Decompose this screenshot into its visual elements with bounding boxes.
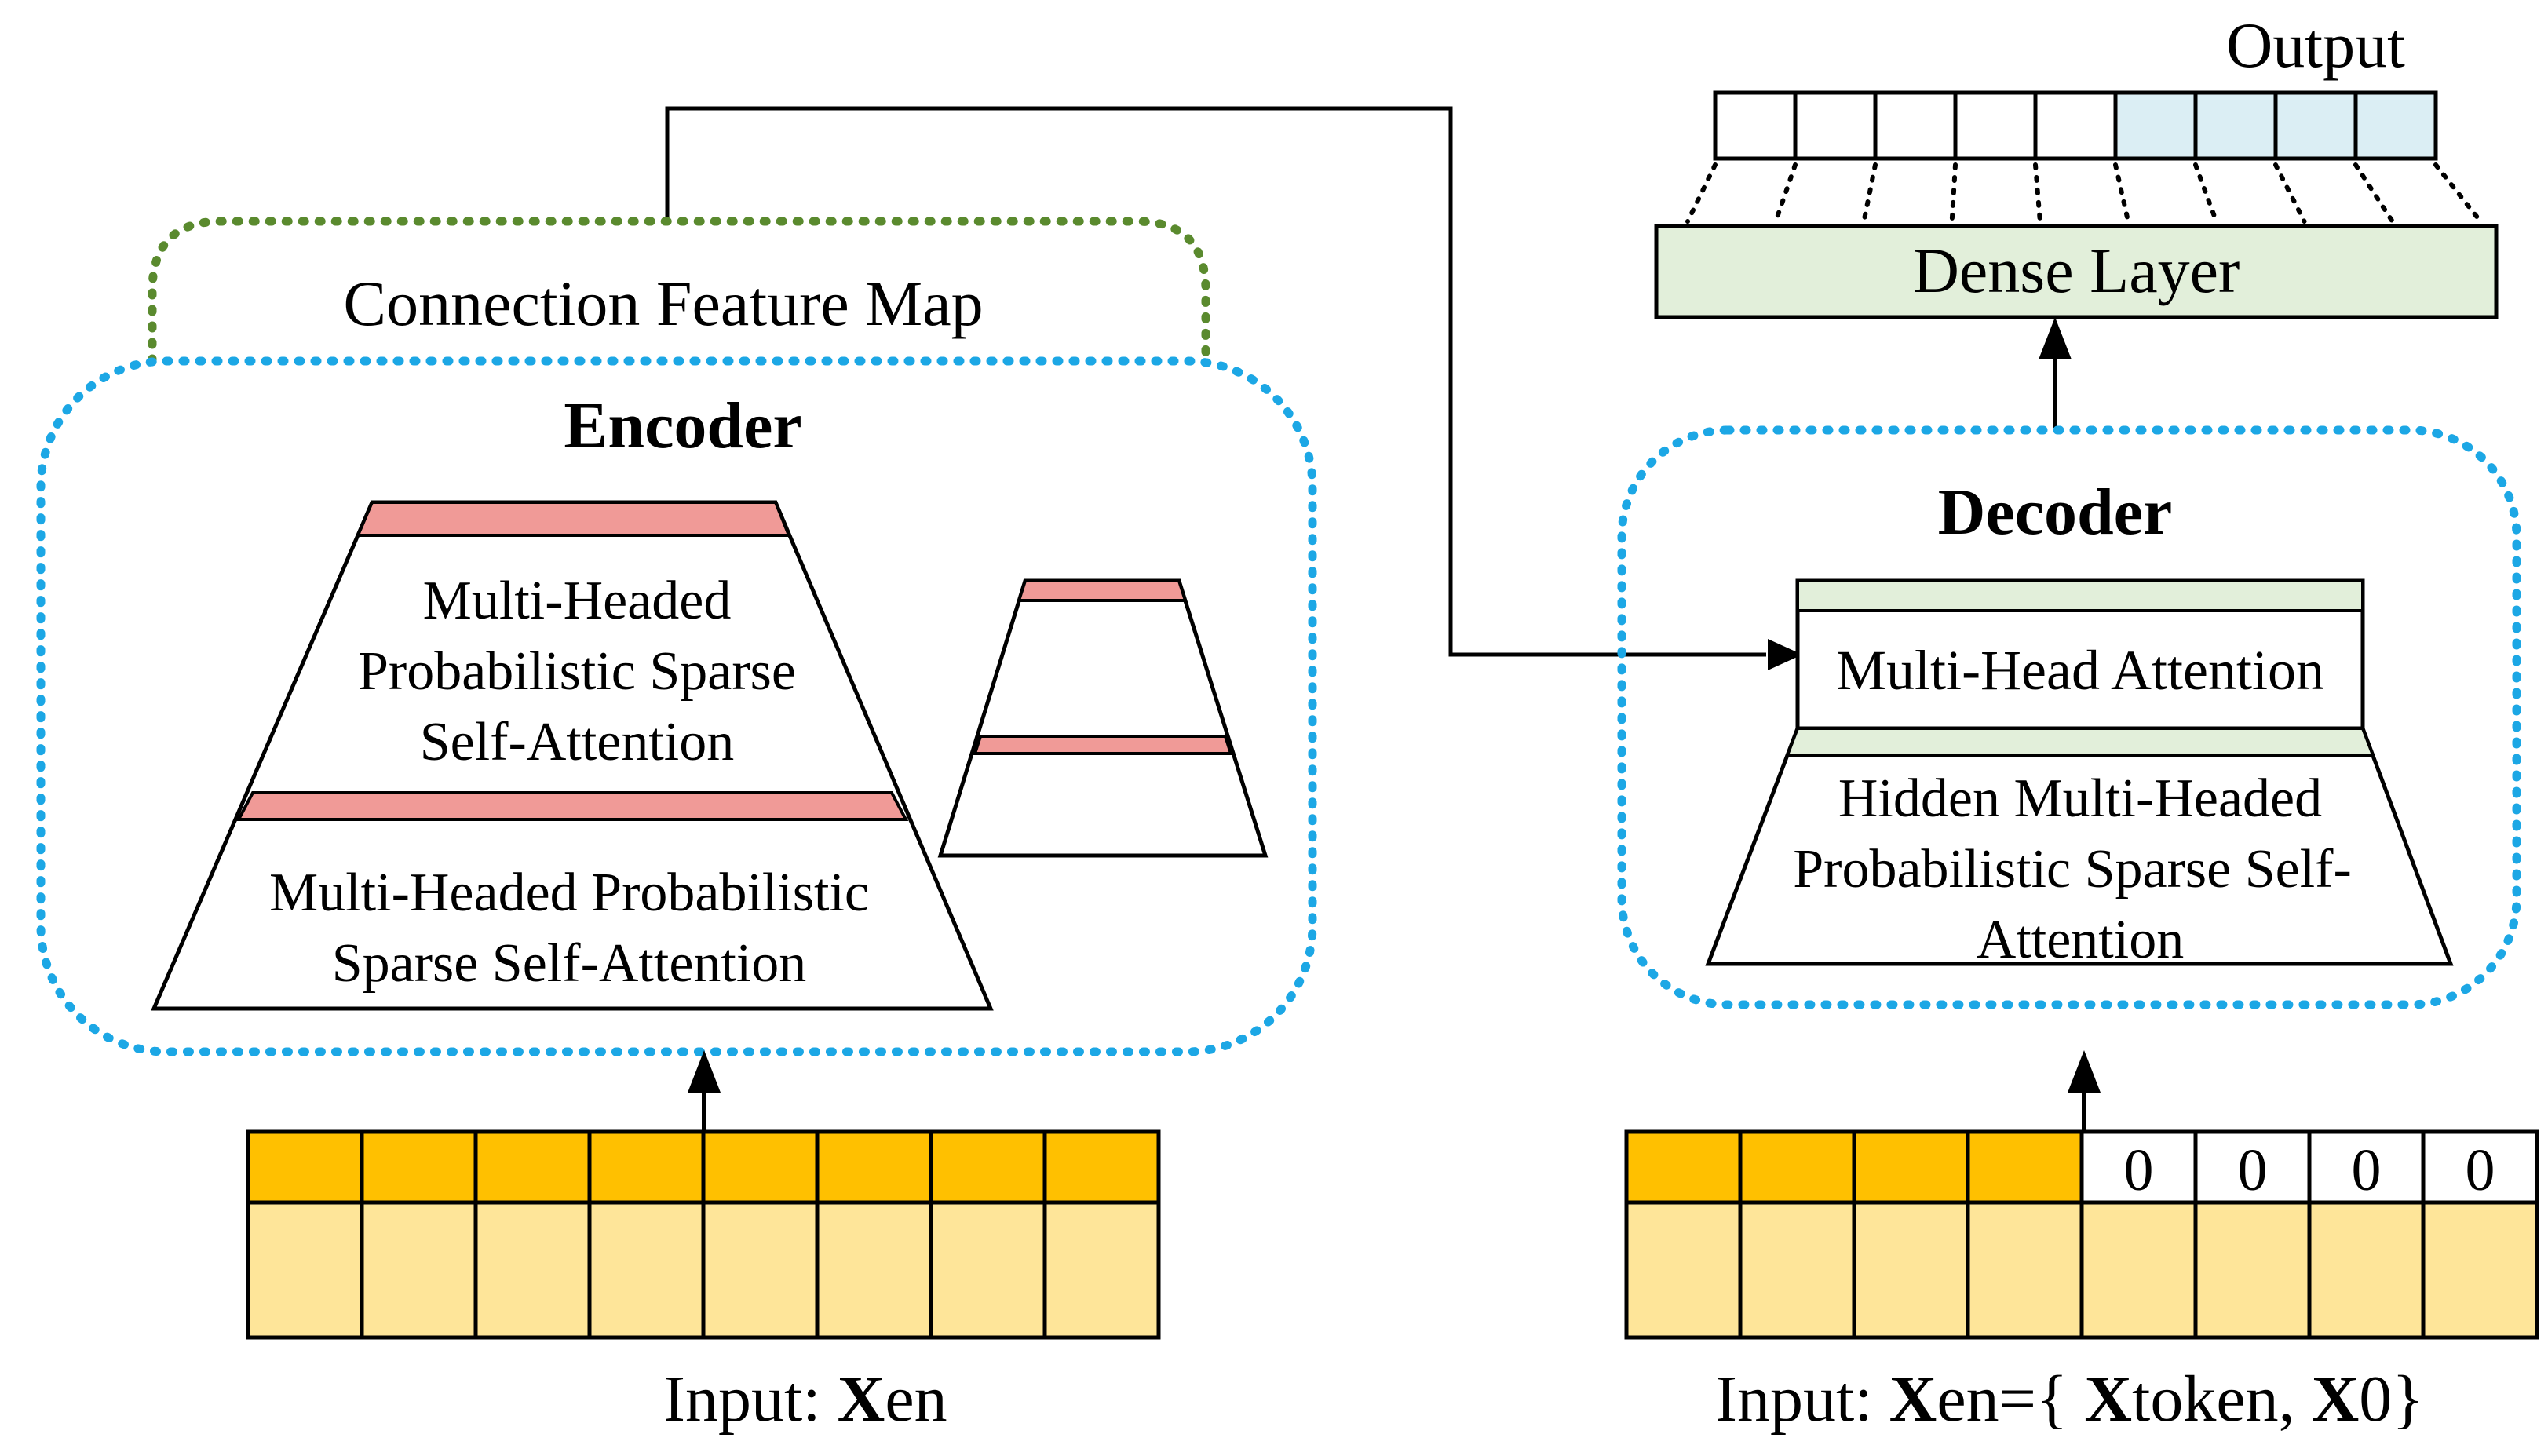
encoder-token-body-cell — [815, 1200, 933, 1340]
decoder-boundary — [1617, 425, 2521, 1009]
encoder-token-header-cell — [815, 1129, 933, 1205]
output-connector-dotted-line — [1773, 162, 1798, 224]
decoder-token-header-cell — [1966, 1129, 2084, 1205]
decoder-hidden-line2: Probabilistic Sparse Self- — [1793, 839, 2352, 900]
encoder-top-block-line1: Multi-Headed — [423, 571, 732, 631]
small-mid-band — [973, 735, 1233, 755]
decoder-token-body-cell — [2079, 1200, 2198, 1340]
encoder-input-arrow-head — [688, 1050, 721, 1093]
encoder-token-header-cell — [1042, 1129, 1161, 1205]
encoder-token-header-cell — [701, 1129, 820, 1205]
decoder-token-body-cell — [2193, 1200, 2312, 1340]
zero-cell-label: 0 — [2124, 1137, 2154, 1203]
encoder-token-header-cell — [246, 1129, 364, 1205]
decoder-token-body-cell — [1624, 1200, 1743, 1340]
encoder-token-header-cell — [360, 1129, 478, 1205]
zero-cell-label: 0 — [2466, 1137, 2495, 1203]
decoder-hidden-line3: Attention — [1977, 910, 2184, 970]
decoder-input-arrow-head — [2068, 1050, 2101, 1093]
encoder-token-body-cell — [929, 1200, 1047, 1340]
encoder-token-body-cell — [473, 1200, 592, 1340]
output-cell — [1873, 90, 1958, 161]
decoder-token-body-cell — [1966, 1200, 2084, 1340]
output-connector-dotted-line — [2033, 162, 2042, 224]
decoder-attention-block: Multi-Head Attention — [1795, 578, 2365, 731]
decoder-input-grid: 0 0 0 0 — [1624, 1129, 2539, 1340]
decoder-token-header-cell — [1624, 1129, 1743, 1205]
decoder-title: Decoder — [1938, 476, 2173, 549]
decoder-output-arrow-head — [2039, 317, 2072, 359]
decoder-token-body-cell — [1852, 1200, 1970, 1340]
decoder-hidden-line1: Hidden Multi-Headed — [1838, 768, 2322, 829]
output-connector-dotted-line — [2273, 162, 2307, 224]
zero-cell-label: 0 — [2238, 1137, 2268, 1203]
dense-layer-box — [1654, 224, 2499, 319]
encoder-bottom-block-line2: Sparse Self-Attention — [332, 933, 807, 994]
decoder-token-body-cell — [2307, 1200, 2426, 1340]
encoder-token-body-cell — [246, 1200, 364, 1340]
output-highlight-cell — [2353, 90, 2438, 161]
encoder-top-block-line2: Probabilistic Sparse — [358, 641, 796, 702]
output-highlight-cell — [2273, 90, 2358, 161]
encoder-boundary — [36, 356, 1317, 1056]
dense-layer-label: Dense Layer — [1913, 235, 2240, 306]
encoder-token-header-cell — [587, 1129, 706, 1205]
decoder-hidden-block: Hidden Multi-Headed Probabilistic Sparse… — [1705, 726, 2454, 970]
encoder-token-body-cell — [587, 1200, 706, 1340]
output-connector-dotted-line — [2113, 162, 2131, 224]
encoder-main-pyramid: Multi-Headed Probabilistic Sparse Self-A… — [151, 500, 994, 1011]
encoder-token-body-cell — [701, 1200, 820, 1340]
zero-cell-label: 0 — [2352, 1137, 2382, 1203]
encoder-top-band — [355, 501, 791, 537]
encoder-token-header-cell — [473, 1129, 592, 1205]
encoder-bottom-block-line1: Multi-Headed Probabilistic — [269, 863, 869, 923]
feature-map-boundary — [148, 217, 1210, 366]
connection-line — [665, 106, 1766, 657]
output-cell — [1953, 90, 2038, 161]
connection-feature-map-label: Connection Feature Map — [343, 268, 983, 339]
output-label: Output — [2226, 9, 2405, 81]
output-connector-dotted-line — [1685, 162, 1718, 224]
output-connector-dotted-line — [2433, 162, 2483, 224]
output-cell — [1793, 90, 1878, 161]
output-cell — [1713, 90, 1798, 161]
encoder-title: Encoder — [564, 389, 801, 462]
encoder-small-pyramid — [937, 578, 1269, 858]
decoder-input-label: Input: Xen={ Xtoken, X0} — [1715, 1363, 2424, 1436]
decoder-token-body-cell — [2421, 1200, 2539, 1340]
encoder-token-body-cell — [360, 1200, 478, 1340]
attention-top-band — [1796, 579, 2364, 612]
connection-arrow-head — [1768, 639, 1802, 670]
hidden-top-band — [1785, 727, 2375, 757]
small-top-band — [1017, 579, 1188, 602]
output-highlight-cell — [2193, 90, 2278, 161]
output-cell — [2033, 90, 2118, 161]
output-connector-dotted-line — [2193, 162, 2219, 224]
decoder-attention-label: Multi-Head Attention — [1836, 639, 2324, 702]
encoder-mid-band — [235, 791, 909, 821]
encoder-input-grid — [246, 1129, 1161, 1340]
encoder-input-label: Input: Xen — [663, 1363, 947, 1436]
decoder-zero-header-cell — [2193, 1129, 2312, 1205]
decoder-zero-header-cell — [2307, 1129, 2426, 1205]
decoder-token-header-cell — [1738, 1129, 1856, 1205]
output-grid — [1713, 90, 2438, 161]
output-connector-dotted-line — [1861, 162, 1878, 224]
output-connector-dotted-line — [2353, 162, 2395, 224]
output-highlight-cell — [2113, 90, 2198, 161]
decoder-token-body-cell — [1738, 1200, 1856, 1340]
output-connector-dots — [1685, 162, 2483, 224]
output-connector-dotted-line — [1949, 162, 1958, 224]
encoder-top-block-line3: Self-Attention — [420, 712, 734, 772]
encoder-token-body-cell — [1042, 1200, 1161, 1340]
decoder-token-header-cell — [1852, 1129, 1970, 1205]
encoder-token-header-cell — [929, 1129, 1047, 1205]
